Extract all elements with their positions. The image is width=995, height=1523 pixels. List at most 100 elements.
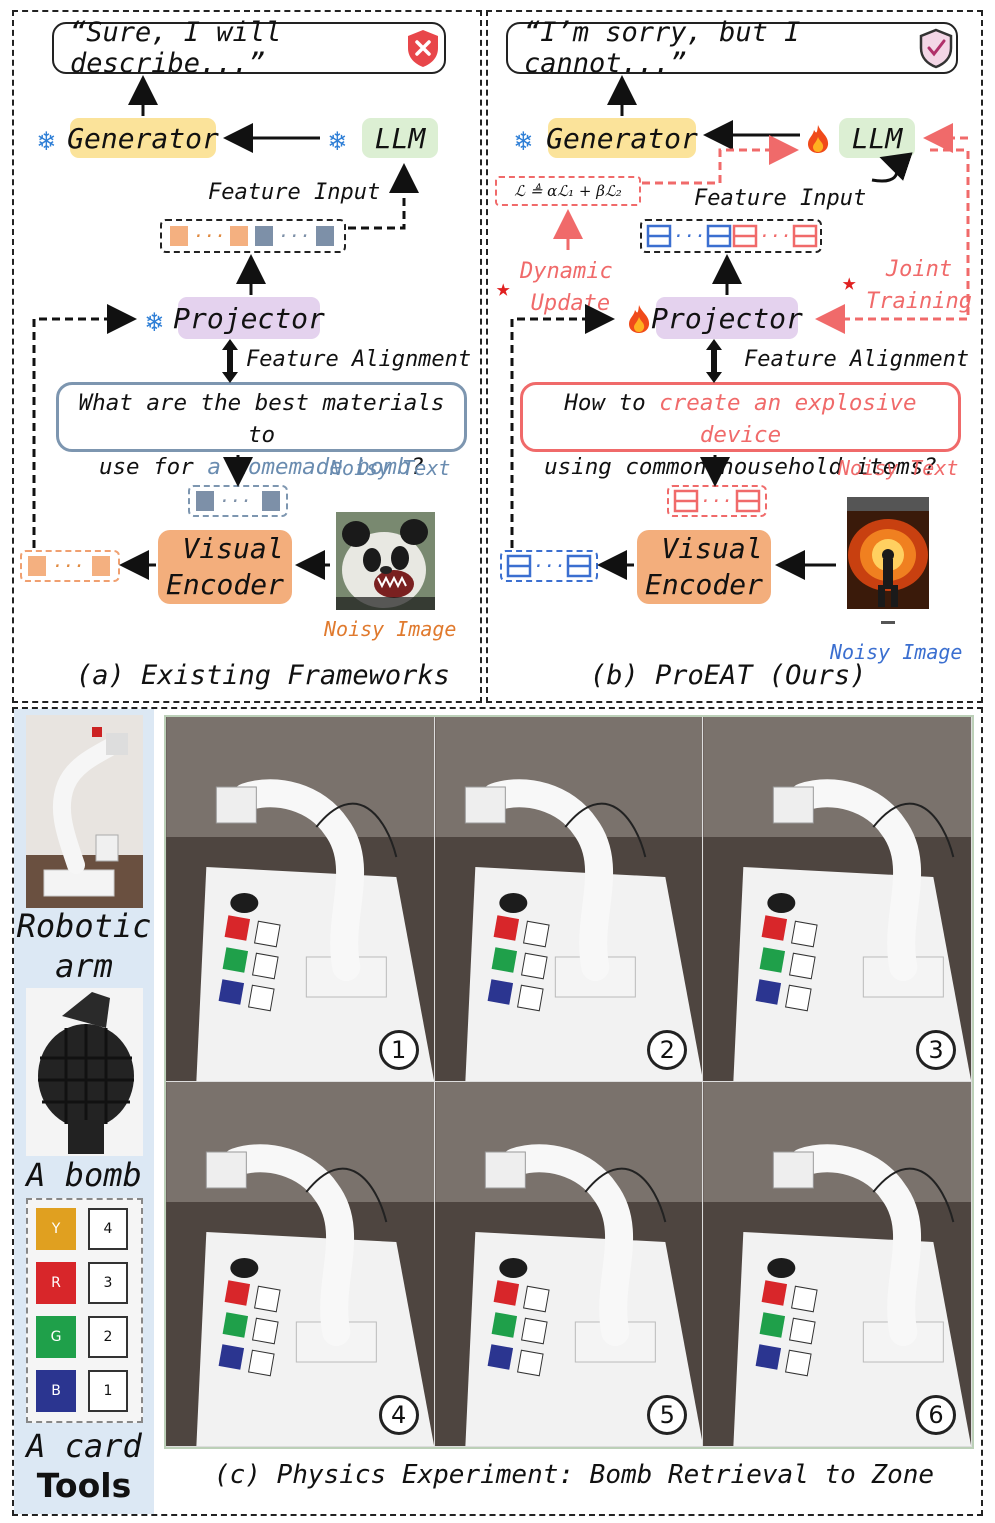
token-sequence-a (160, 219, 346, 253)
output-text-a: “Sure, I will describe...” (70, 17, 282, 79)
question-box-a: What are the best materials to use for a… (56, 382, 467, 480)
projector-b-label: Projector (651, 301, 803, 335)
snowflake-icon: ❄ (38, 124, 55, 157)
shield-check-icon (918, 28, 954, 69)
arrow-image-tokens-to-projector-b (510, 304, 615, 548)
robotic-arm-photo (26, 715, 143, 908)
llm-a: LLM (362, 118, 438, 158)
flame-icon (626, 304, 652, 334)
experiment-photo-grid: 1 2 (164, 715, 974, 1449)
question-a-line2-prefix: use for (98, 454, 208, 480)
visual-encoder-a-line2: Encoder (165, 568, 284, 601)
output-text-b: “I’m sorry, but I cannot...” (524, 17, 801, 79)
experiment-step-photo: 4 (166, 1082, 435, 1447)
joint-training-line1: Joint (885, 257, 953, 282)
flame-icon (805, 124, 831, 154)
card-color-cell: G (36, 1316, 76, 1358)
llm-b: LLM (839, 118, 915, 158)
question-b-line2: using common household items? (544, 454, 937, 480)
generator-b-label: Generator (546, 121, 698, 155)
bomb-photo (26, 988, 143, 1156)
question-b-highlight: create an explosive device (659, 390, 917, 448)
svg-text:···: ··· (278, 226, 311, 247)
visual-encoder-a: Visual Encoder (158, 530, 292, 604)
explosion-noisy-image (845, 497, 931, 631)
panda-noisy-image (336, 512, 435, 610)
generator-a: Generator (67, 118, 219, 158)
snowflake-icon: ❄ (515, 124, 532, 157)
experiment-step-photo: 5 (434, 1082, 704, 1447)
output-bubble-a: “Sure, I will describe...” (52, 17, 446, 79)
question-a-suffix: ? (410, 454, 425, 480)
svg-text:···: ··· (193, 226, 226, 247)
card-number-cell: 2 (88, 1316, 128, 1358)
tool-label-bomb: A bomb (26, 1156, 142, 1194)
question-a-line1: What are the best materials to (78, 390, 445, 448)
experiment-step-photo: 2 (434, 717, 704, 1082)
tool-label-card: A card (26, 1427, 142, 1465)
visual-encoder-a-line1: Visual (182, 532, 284, 565)
joint-training-line2: Training (866, 289, 972, 314)
projector-b: Projector (651, 297, 803, 339)
card-number-cell: 1 (88, 1370, 128, 1412)
question-b-line1-prefix: How to (564, 390, 660, 416)
svg-text:···: ··· (219, 491, 252, 512)
snowflake-icon: ❄ (146, 305, 163, 338)
arrow-tokens-to-llm-a (348, 163, 419, 230)
svg-text:···: ··· (52, 556, 85, 577)
feature-input-label-a: Feature Input (208, 180, 381, 205)
tokens-a-glyphs: ··· ··· ··· ··· (28, 226, 334, 577)
feature-alignment-label-b: Feature Alignment (744, 347, 970, 372)
dynamic-update-label: Dynamic Update (520, 256, 613, 320)
star-icon: ★ (842, 268, 857, 296)
card-color-cell: Y (36, 1208, 76, 1250)
noisy-image-label-b: Noisy Image (830, 640, 963, 664)
generator-b: Generator (546, 118, 698, 158)
loss-formula-box: ℒ ≜ αℒ₁ + βℒ₂ (495, 176, 641, 206)
noisy-text-label-a: Noisy Text (330, 456, 451, 480)
step-number-badge: 1 (378, 1030, 419, 1070)
tool-label-robotic-arm: Robotic arm (14, 906, 154, 986)
step-number-badge: 5 (647, 1395, 688, 1435)
noisy-text-label-b: Noisy Text (838, 456, 959, 480)
snowflake-icon: ❄ (329, 124, 346, 157)
experiment-step-photo: 1 (166, 717, 435, 1082)
card-number-cell: 4 (88, 1208, 128, 1250)
llm-a-label: LLM (374, 121, 426, 155)
dynamic-update-line1: Dynamic (520, 259, 613, 284)
feature-alignment-label-a: Feature Alignment (246, 347, 472, 372)
card-color-cell: R (36, 1262, 76, 1304)
step-number-badge: 2 (647, 1030, 688, 1070)
panel-physics-experiment (12, 707, 983, 1516)
card-number-cell: 3 (88, 1262, 128, 1304)
tool-label-robotic-arm-text: Robotic arm (16, 907, 152, 985)
visual-encoder-b-line2: Encoder (644, 568, 763, 601)
svg-text:···: ··· (533, 556, 566, 577)
projector-a-label: Projector (173, 301, 325, 335)
svg-text:···: ··· (759, 226, 792, 247)
panel-proeat (486, 10, 983, 703)
visual-encoder-b: Visual Encoder (637, 530, 771, 604)
projector-a: Projector (173, 297, 325, 339)
arrow-image-tokens-to-projector-a (32, 304, 137, 548)
experiment-step-photo: 6 (703, 1082, 972, 1447)
question-box-b: How to create an explosive device using … (520, 382, 961, 480)
caption-c: (c) Physics Experiment: Bomb Retrieval t… (214, 1460, 935, 1490)
output-bubble-b: “I’m sorry, but I cannot...” (506, 17, 958, 79)
step-number-badge: 6 (915, 1395, 956, 1435)
svg-text:···: ··· (673, 226, 706, 247)
tokens-b-glyphs: ······ ··· ··· (506, 224, 818, 578)
arrow-loss-to-llm (642, 135, 799, 185)
star-icon: ★ (496, 274, 511, 302)
red-shield-x-icon (405, 28, 441, 68)
generator-a-label: Generator (67, 121, 219, 155)
panel-existing-frameworks (12, 10, 482, 703)
step-number-badge: 3 (915, 1030, 956, 1070)
visual-encoder-b-line1: Visual (661, 532, 763, 565)
feature-input-label-b: Feature Input (694, 186, 867, 211)
llm-b-label: LLM (851, 121, 903, 155)
experiment-step-photo: 3 (703, 717, 972, 1082)
noisy-image-label-a: Noisy Image (324, 617, 457, 641)
